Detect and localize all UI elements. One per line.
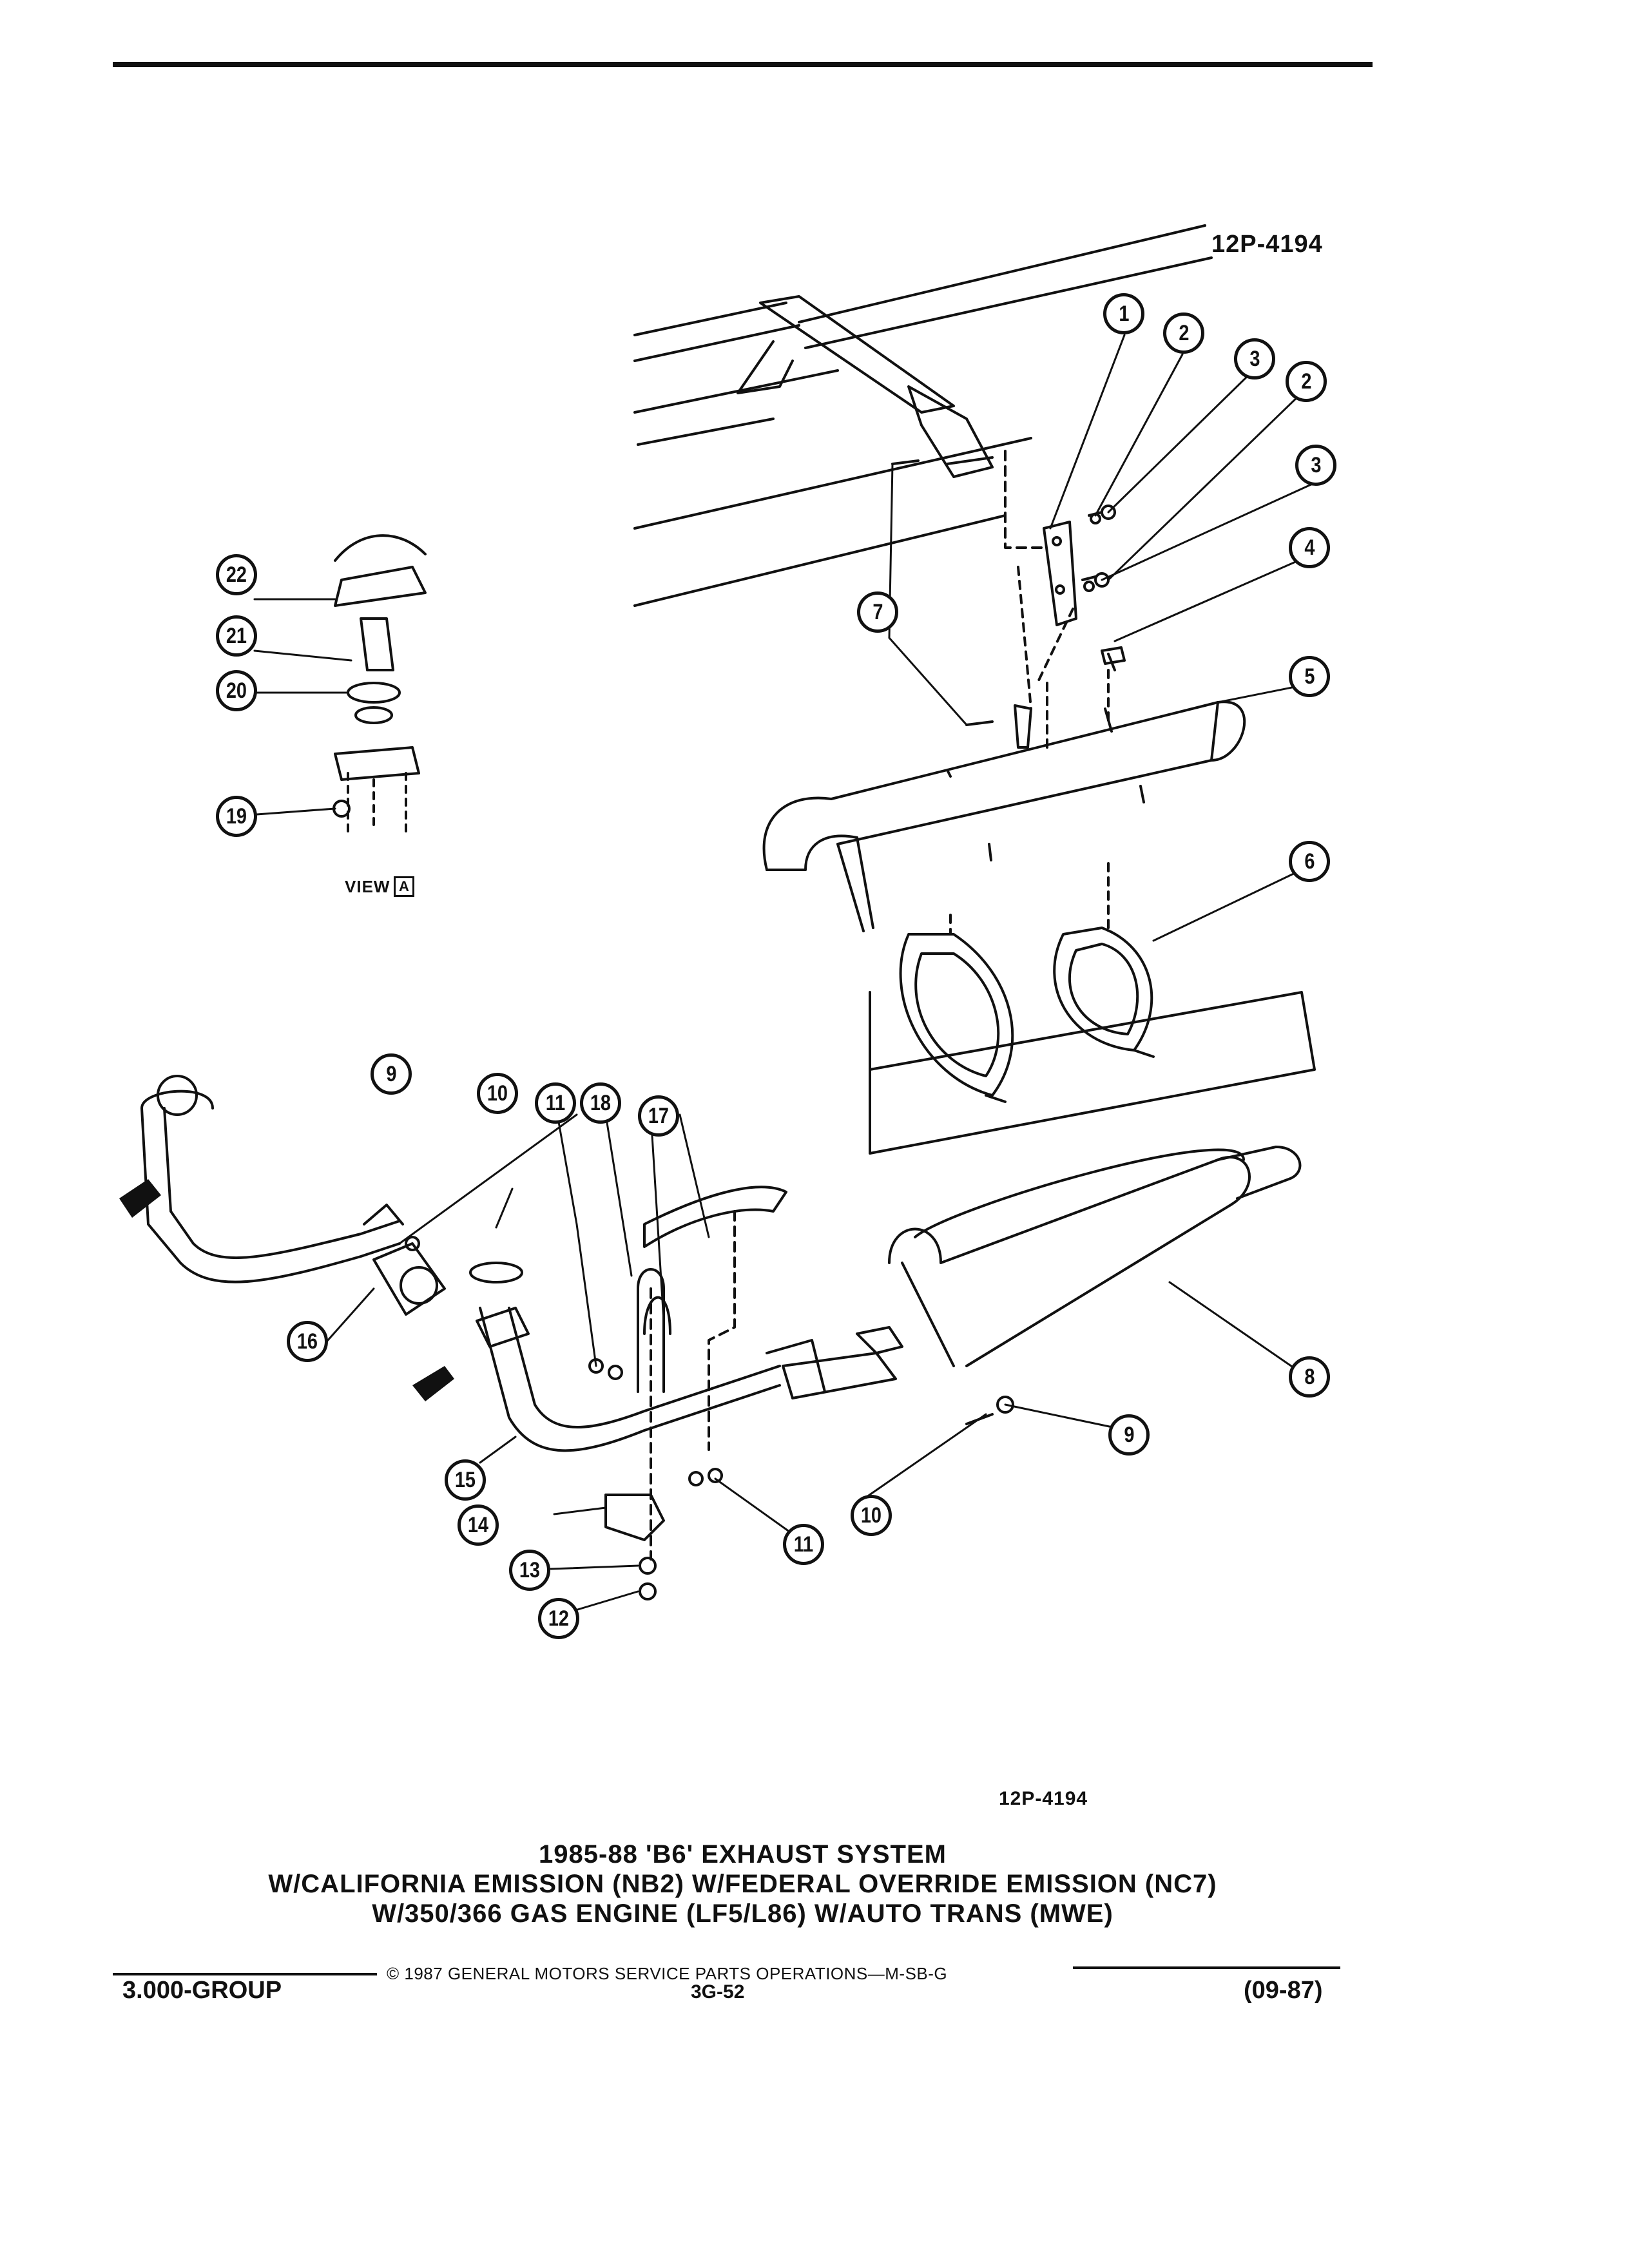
callout-15: 15 xyxy=(445,1459,486,1501)
callout-1: 1 xyxy=(1103,293,1144,334)
callout-12: 12 xyxy=(538,1598,579,1639)
front-pipe xyxy=(140,1075,446,1316)
callout-3b: 3 xyxy=(1295,445,1336,486)
callout-11-lower: 11 xyxy=(783,1524,824,1565)
callout-4: 4 xyxy=(1289,527,1330,568)
callout-7: 7 xyxy=(857,591,898,633)
callout-22: 22 xyxy=(216,554,257,595)
callout-2b: 2 xyxy=(1286,361,1327,402)
view-a-inset xyxy=(333,534,427,832)
copyright: © 1987 GENERAL MOTORS SERVICE PARTS OPER… xyxy=(387,1964,948,1983)
page-number: 3G-52 xyxy=(691,1981,745,2003)
callout-21: 21 xyxy=(216,615,257,657)
vehicle-frame xyxy=(633,224,1213,607)
callout-11-upper: 11 xyxy=(535,1082,576,1124)
leader-lines xyxy=(247,334,1322,1612)
figure-id-top: 12P-4194 xyxy=(1211,231,1323,258)
callout-3: 3 xyxy=(1234,338,1275,380)
callout-9-lower: 9 xyxy=(1108,1414,1150,1456)
callout-8: 8 xyxy=(1289,1356,1330,1398)
callout-9-upper: 9 xyxy=(371,1053,412,1095)
callout-5: 5 xyxy=(1289,656,1330,697)
diagram-title: 1985-88 'B6' EXHAUST SYSTEM W/CALIFORNIA… xyxy=(113,1840,1373,1928)
top-rule xyxy=(113,62,1373,67)
rear-pipe xyxy=(469,1262,781,1452)
pipe-heat-shield xyxy=(643,1186,787,1451)
title-line-2: W/CALIFORNIA EMISSION (NB2) W/FEDERAL OV… xyxy=(268,1870,1217,1898)
callout-20: 20 xyxy=(216,670,257,711)
hanger-bracket xyxy=(891,459,1126,755)
view-arrows xyxy=(119,1179,454,1401)
clamps xyxy=(869,862,1316,1155)
group-label: 3.000-GROUP xyxy=(122,1977,282,2004)
figure-id-bottom: 12P-4194 xyxy=(999,1788,1088,1809)
footer-rule-left xyxy=(113,1973,377,1975)
callout-6: 6 xyxy=(1289,841,1330,882)
footer-rule-right xyxy=(1073,1966,1340,1969)
revision-date: (09-87) xyxy=(1244,1977,1323,2004)
view-a-tag: A xyxy=(394,876,415,897)
callout-19: 19 xyxy=(216,796,257,837)
callout-10-upper: 10 xyxy=(477,1073,518,1114)
callout-13: 13 xyxy=(509,1550,550,1591)
callout-14: 14 xyxy=(458,1504,499,1546)
muffler xyxy=(766,1146,1302,1425)
title-line-3: W/350/366 GAS ENGINE (LF5/L86) W/AUTO TR… xyxy=(372,1899,1113,1928)
callout-2: 2 xyxy=(1163,312,1204,354)
heat-shield xyxy=(762,700,1246,932)
callout-10-lower: 10 xyxy=(851,1495,892,1536)
callout-17: 17 xyxy=(638,1095,679,1137)
hanger-clamp xyxy=(604,1268,723,1600)
title-line-1: 1985-88 'B6' EXHAUST SYSTEM xyxy=(539,1840,947,1869)
callout-18: 18 xyxy=(580,1082,621,1124)
callout-16: 16 xyxy=(287,1321,328,1362)
